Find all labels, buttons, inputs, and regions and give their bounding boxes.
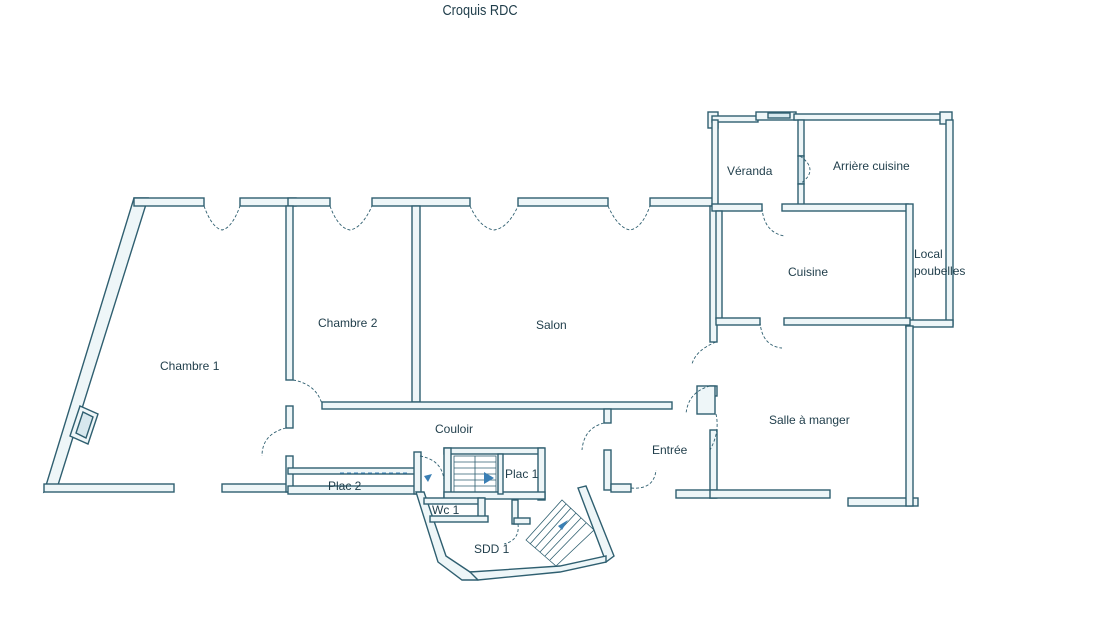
room-plac-2: Plac 2: [328, 479, 362, 493]
room-salon: Salon: [536, 318, 567, 332]
room-chambre-2: Chambre 2: [318, 316, 378, 330]
room-local-line1: Local: [914, 247, 943, 261]
lower-staircase: [525, 499, 595, 567]
room-veranda: Véranda: [727, 164, 773, 178]
room-salle-a-manger: Salle à manger: [769, 413, 850, 427]
room-arriere-cuisine: Arrière cuisine: [833, 159, 910, 173]
stair-arrow-icon: [558, 520, 568, 530]
room-labels: Chambre 1 Chambre 2 Salon Véranda Arrièr…: [160, 159, 965, 556]
page-title: Croquis RDC: [442, 2, 518, 19]
room-couloir: Couloir: [435, 422, 473, 436]
room-plac-1: Plac 1: [505, 467, 539, 481]
main-staircase: [453, 455, 497, 493]
interior-walls: [285, 205, 919, 507]
doors: [203, 155, 811, 545]
right-wing-walls: [707, 111, 954, 507]
room-entree: Entrée: [652, 443, 688, 457]
main-stair-arrow-icon: [484, 472, 494, 484]
lower-annex: [415, 485, 615, 581]
outer-walls: [42, 197, 717, 494]
room-cuisine: Cuisine: [788, 265, 828, 279]
plac2-arrow-icon: [424, 474, 432, 482]
room-wc-1: Wc 1: [432, 503, 460, 517]
room-chambre-1: Chambre 1: [160, 359, 220, 373]
room-local-line2: poubelles: [914, 264, 965, 278]
room-sdd-1: SDD 1: [474, 542, 510, 556]
